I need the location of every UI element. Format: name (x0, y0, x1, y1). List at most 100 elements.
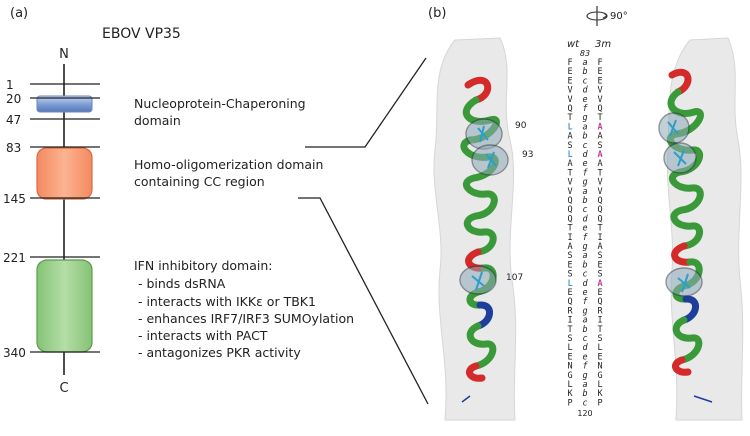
mutant-residue: A (597, 159, 602, 169)
heptad-position: e (582, 288, 587, 298)
wt-residue: A (567, 159, 572, 169)
heptad-position: g (582, 371, 587, 381)
c-terminus-label: C (59, 381, 68, 396)
wt-residue: Q (567, 297, 572, 307)
heptad-position: d (582, 86, 588, 96)
wt-residue: I (567, 316, 572, 326)
mutant-residue: A (597, 279, 602, 289)
residue-label-107: 107 (506, 273, 523, 283)
wt-residue: T (567, 168, 572, 178)
wt-residue: Q (567, 214, 572, 224)
heptad-position: c (582, 205, 587, 215)
mutant-residue: E (597, 352, 602, 362)
mutant-residue: V (597, 95, 602, 105)
heptad-position: f (582, 233, 588, 243)
heptad-position: g (582, 242, 587, 252)
sequence-end-label: 120 (577, 409, 592, 418)
wt-residue: S (567, 334, 572, 344)
panel-b-label: (b) (428, 6, 446, 21)
wt-residue: E (567, 260, 572, 270)
mutant-residue: I (597, 233, 602, 243)
heptad-position: e (582, 352, 587, 362)
helix-structure-wt (433, 37, 517, 421)
mutant-residue: A (597, 150, 602, 160)
domain-3-line-6: - antagonizes PKR activity (134, 345, 301, 360)
wt-residue: P (567, 398, 572, 408)
wt-residue: S (567, 251, 572, 261)
mutant-residue: T (597, 224, 602, 234)
wt-residue: V (567, 95, 572, 105)
mutant-residue: T (597, 168, 602, 178)
wt-residue: V (567, 187, 572, 197)
helix-structure-3m (658, 37, 744, 421)
wt-residue: S (567, 141, 572, 151)
heptad-position: b (582, 389, 587, 399)
wt-residue: E (567, 76, 572, 86)
n-terminus-label: N (59, 47, 69, 62)
heptad-position: d (582, 343, 588, 353)
mutant-residue: A (597, 242, 602, 252)
heptad-position: f (582, 297, 588, 307)
residue-label-93: 93 (522, 150, 533, 160)
panel-a-label: (a) (10, 6, 28, 21)
rotation-icon (586, 6, 608, 26)
3m-column-header: 3m (595, 39, 611, 50)
mutant-residue: E (597, 260, 602, 270)
heptad-position: c (582, 398, 587, 408)
wt-residue: T (567, 325, 572, 335)
heptad-position: c (582, 76, 587, 86)
position-ticks (30, 83, 100, 353)
heptad-position: g (582, 306, 587, 316)
mutant-residue: F (597, 58, 602, 68)
heptad-position: e (582, 95, 587, 105)
zoom-connector-bottom (298, 197, 429, 405)
zoom-connector-top (305, 57, 427, 148)
wt-residue: G (567, 371, 572, 381)
heptad-position: a (582, 122, 587, 132)
mutant-residue: A (597, 122, 602, 132)
domain-3-line-5: - interacts with PACT (134, 328, 268, 343)
wt-residue: E (567, 352, 572, 362)
domain-2-line-1: Homo-oligomerization domain (134, 157, 323, 172)
wt-residue: Q (567, 196, 572, 206)
heptad-position: g (582, 178, 587, 188)
heptad-position: d (582, 279, 588, 289)
heptad-position: a (582, 187, 587, 197)
mutant-residue: S (597, 270, 602, 280)
wt-residue: L (567, 343, 572, 353)
heptad-position: a (582, 316, 587, 326)
heptad-position: c (582, 270, 587, 280)
mutant-residue: V (597, 86, 602, 96)
heptad-position: g (582, 113, 587, 123)
wt-residue: I (567, 233, 572, 243)
heptad-position: f (582, 362, 588, 372)
domain-3-line-4: - enhances IRF7/IRF3 SUMOylation (134, 311, 354, 326)
mutant-residue: A (597, 132, 602, 142)
wt-residue: L (567, 380, 572, 390)
mutant-residue: L (597, 380, 602, 390)
position-340: 340 (3, 346, 26, 360)
domain-2-line-2: containing CC region (134, 174, 265, 189)
domain-1-line-1: Nucleoprotein-Chaperoning (134, 96, 306, 111)
heptad-position: b (582, 325, 587, 335)
position-47: 47 (6, 113, 21, 127)
wt-residue: L (567, 150, 572, 160)
mutant-residue: S (597, 141, 602, 151)
domain-3-line-3: - interacts with IKKε or TBK1 (134, 294, 316, 309)
mutant-residue: P (597, 398, 602, 408)
wt-residue: N (567, 362, 572, 372)
heptad-position: c (582, 334, 587, 344)
mutant-residue: Q (597, 214, 602, 224)
mutant-residue: R (597, 306, 603, 316)
position-1: 1 (6, 78, 14, 92)
wt-residue: Q (567, 104, 572, 114)
sequence-start-label: 83 (580, 49, 590, 58)
mutant-residue: I (597, 316, 602, 326)
sequence-alignment: FEEVVQTLASLATVVQQQTIASESLEQRITSLENGLKPab… (567, 58, 603, 408)
mutant-residue: G (597, 371, 602, 381)
wt-residue: T (567, 113, 572, 123)
residue-label-90: 90 (515, 121, 527, 131)
heptad-position: a (582, 380, 587, 390)
